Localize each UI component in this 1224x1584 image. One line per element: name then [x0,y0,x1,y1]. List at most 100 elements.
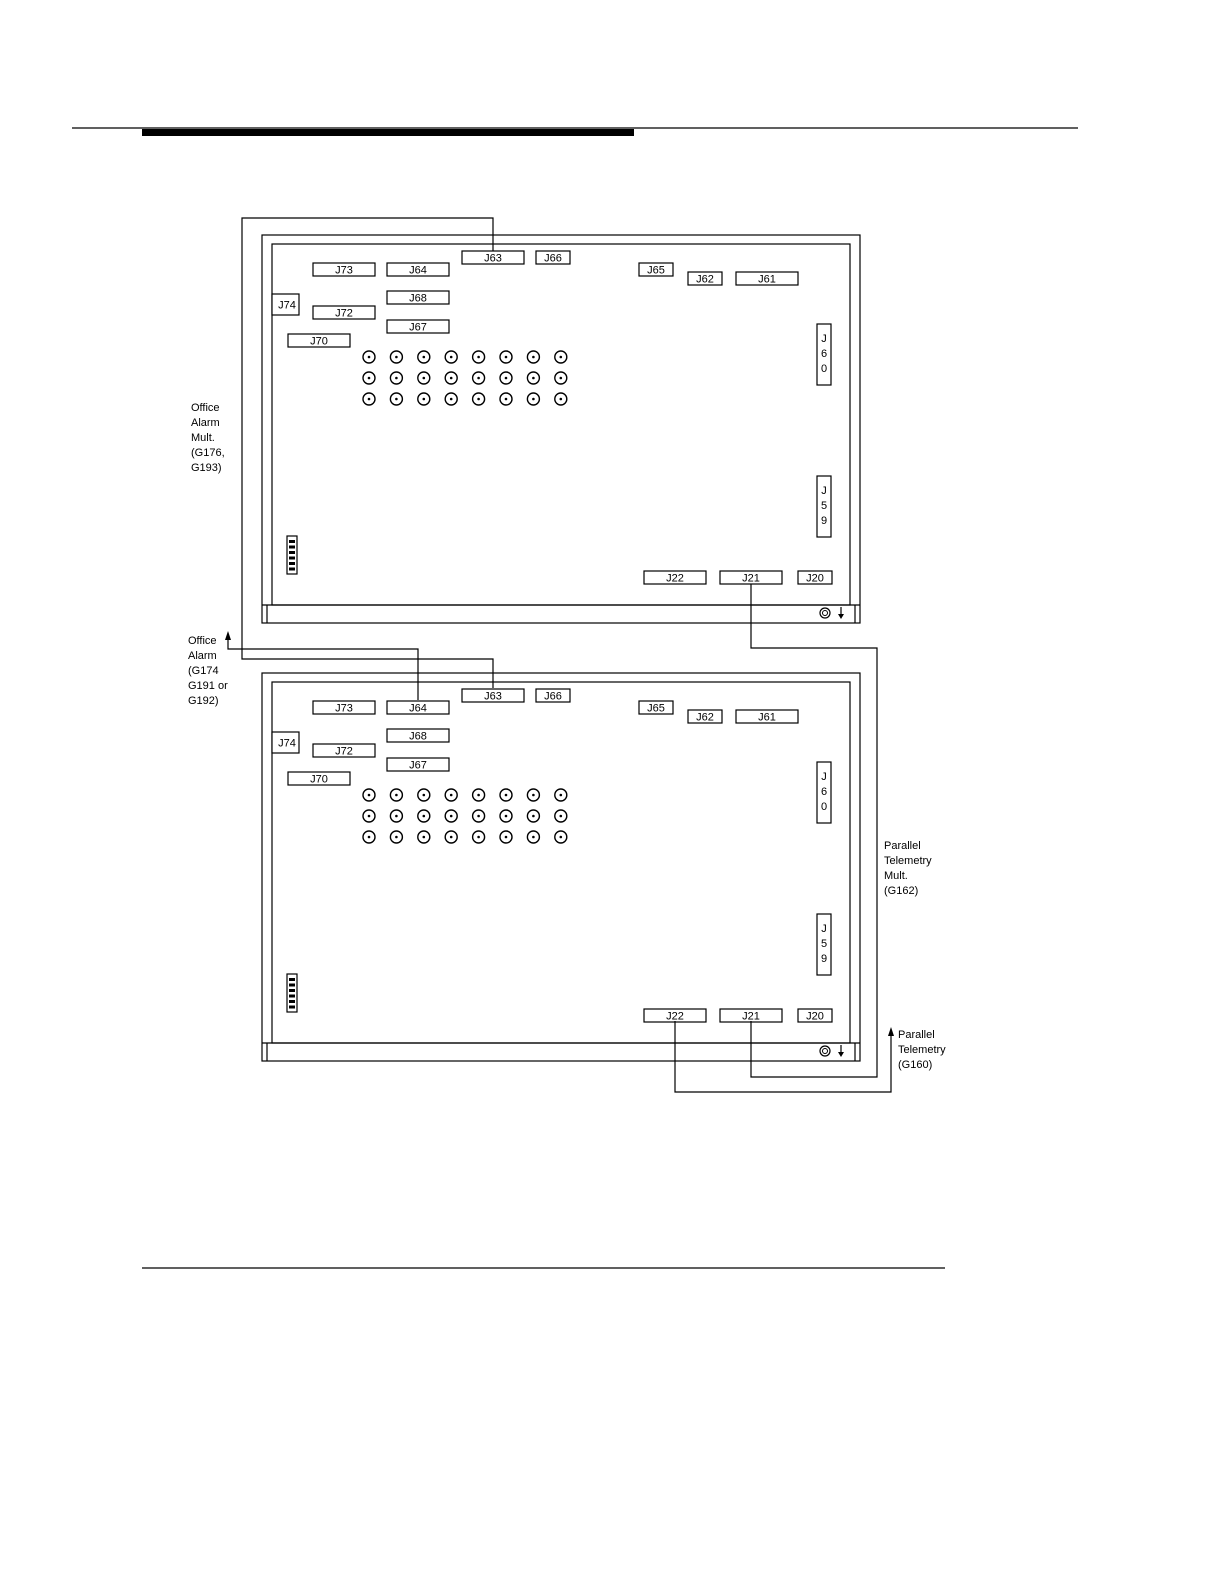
coax-jack-icon [390,810,402,822]
shelf-inner-frame [272,682,850,1043]
connector-j72: J72 [313,744,375,758]
coax-jack-icon [555,351,567,363]
coax-jack-icon [500,393,512,405]
connector-label: J20 [806,1011,824,1023]
connector-label-char: 0 [821,801,827,813]
connector-j65: J65 [639,263,673,277]
coax-jack-icon [390,393,402,405]
connector-j59: J59 [817,476,831,537]
coax-jack-icon [418,789,430,801]
connector-label: J73 [335,703,353,715]
ground-screw-icon [820,1046,830,1056]
coax-jack-icon [473,789,485,801]
coax-jack-icon [555,372,567,384]
connector-label-char: J [821,923,827,935]
coax-jack-icon [363,831,375,843]
connector-label-char: 5 [821,938,827,950]
connector-label: J68 [409,731,427,743]
connector-label: J21 [742,573,760,585]
coax-jack-icon [500,789,512,801]
coax-jack-icon [527,831,539,843]
arrow-parallel-telemetry [888,1027,894,1036]
coax-jack-icon [473,372,485,384]
coax-jack-icon [418,372,430,384]
connector-label-char: J [821,333,827,345]
connector-label-char: 6 [821,348,827,360]
connector-j63: J63 [462,689,524,703]
connector-label: J61 [758,274,776,286]
connector-j20: J20 [798,1009,832,1023]
note-office-alarm: Office Alarm (G174 G191 or G192) [188,635,231,707]
connector-label: J63 [484,253,502,265]
coax-jack-icon [445,810,457,822]
connector-j59: J59 [817,914,831,975]
coax-jack-icon [363,351,375,363]
connector-j61: J61 [736,272,798,286]
connector-label: J65 [647,265,665,277]
connector-j66: J66 [536,689,570,703]
connector-j60: J60 [817,762,831,823]
coax-jack-icon [473,393,485,405]
coax-jack-icon [527,810,539,822]
connector-label: J74 [278,738,296,750]
terminal-strip-icon [287,536,297,574]
coax-jack-icon [445,351,457,363]
connector-j74: J74 [272,732,299,753]
connector-label: J72 [335,746,353,758]
shelf-outer-frame [262,235,860,623]
connector-j21: J21 [720,1009,782,1023]
coax-jack-icon [418,351,430,363]
shelf-inner-frame [272,244,850,605]
connector-label: J64 [409,265,427,277]
connector-j67: J67 [387,320,449,334]
connector-label: J66 [544,253,562,265]
header-rule-thick [142,129,634,136]
connector-j72: J72 [313,306,375,320]
arrow-office-alarm [225,631,231,640]
coax-jack-icon [473,831,485,843]
note-parallel-telemetry: Parallel Telemetry (G160) [898,1029,949,1071]
coax-jack-icon [363,393,375,405]
note-office-alarm-mult: Office Alarm Mult. (G176, G193) [191,402,228,474]
coax-jack-icon [418,393,430,405]
wire-parallel-telemetry-mult [751,584,877,1077]
coax-jack-icon [527,393,539,405]
note-parallel-telemetry-mult: Parallel Telemetry Mult. (G162) [884,840,935,897]
connector-j62: J62 [688,272,722,286]
connector-label-char: 5 [821,500,827,512]
connector-j22: J22 [644,571,706,585]
connector-j66: J66 [536,251,570,265]
connector-label-char: 9 [821,515,827,527]
connector-j22: J22 [644,1009,706,1023]
coax-jack-icon [445,372,457,384]
connector-label-char: 6 [821,786,827,798]
connector-j68: J68 [387,729,449,743]
coax-jack-icon [445,789,457,801]
wire-office-alarm-mult [242,218,493,688]
coax-jack-icon [445,831,457,843]
connector-label: J72 [335,308,353,320]
coax-jack-icon [390,831,402,843]
coax-jack-icon [555,810,567,822]
connector-j64: J64 [387,263,449,277]
connector-label: J21 [742,1011,760,1023]
connector-label: J67 [409,760,427,772]
wire-parallel-telemetry [675,1021,891,1092]
connector-j21: J21 [720,571,782,585]
coax-jack-icon [527,351,539,363]
connector-j74: J74 [272,294,299,315]
coax-jack-icon [500,831,512,843]
coax-jack-icon [390,372,402,384]
connector-j65: J65 [639,701,673,715]
connector-j62: J62 [688,710,722,724]
connector-label: J22 [666,1011,684,1023]
connector-label: J74 [278,300,296,312]
ground-screw-icon [820,608,830,618]
connector-label: J63 [484,691,502,703]
connector-label: J73 [335,265,353,277]
coax-jack-icon [527,372,539,384]
connector-label: J62 [696,712,714,724]
connector-j73: J73 [313,701,375,715]
